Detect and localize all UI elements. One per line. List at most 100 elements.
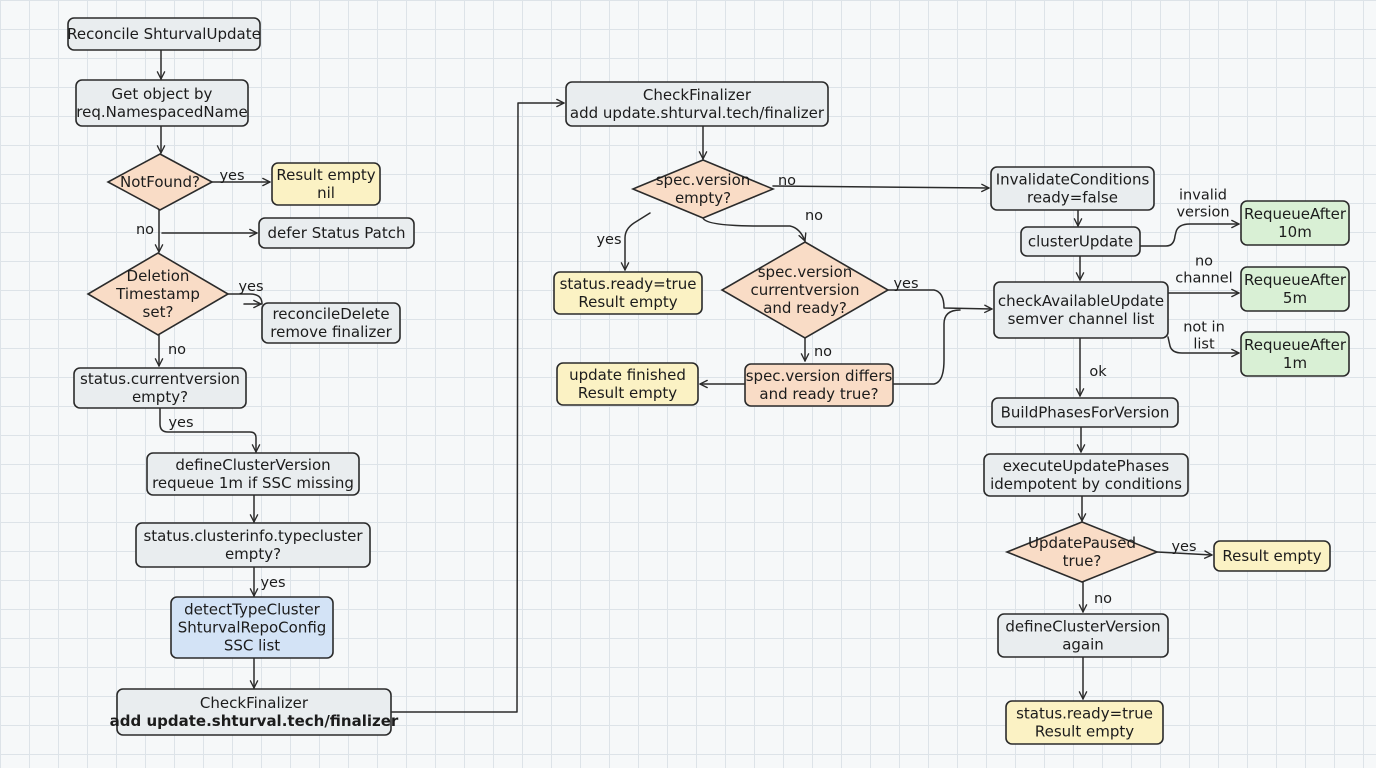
edge-label-yes-current-line-1: yes [168, 415, 193, 431]
node-result-nil-line-1: Result empty [276, 166, 375, 184]
node-finalizer-1-box [116, 688, 392, 736]
edge-label-invalid-version-line-2: version [1176, 205, 1229, 221]
node-requeue-10m-line-2: 10m [1278, 223, 1312, 241]
node-spec-empty-diamond [630, 159, 776, 219]
node-get-object-box [75, 79, 249, 127]
node-deletion-line-3: set? [143, 303, 174, 321]
node-spec-current-line-2: currentversion [750, 281, 859, 299]
edge-label-ok-line-1: ok [1089, 364, 1107, 380]
node-spec-differs-line-1: spec.version differs [746, 367, 893, 385]
node-spec-empty-line-1: spec.version [656, 171, 751, 189]
edge-label-no-deletion: no [168, 342, 186, 358]
node-reconcile-delete-line-1: reconcileDelete [272, 305, 389, 323]
edge-label-yes-typecluster: yes [260, 575, 285, 591]
edge-finalizer1-to-finalizer2 [391, 98, 565, 713]
node-detect-type-line-1: detectTypeCluster [184, 601, 321, 619]
edge-label-no-paused-line-1: no [1094, 591, 1112, 607]
edge-label-yes-current: yes [168, 415, 193, 431]
node-finalizer-1-line-2: add update.shturval.tech/finalizer [110, 712, 399, 730]
edge-differs-to-check [892, 309, 961, 385]
edge-label-yes-notfound: yes [219, 168, 244, 184]
node-ready-true-2-box [1005, 700, 1164, 745]
edge-label-no-notfound-line-1: no [136, 222, 154, 238]
node-spec-current-diamond [720, 241, 890, 339]
node-get-object-line-1: Get object by [112, 85, 213, 103]
edge-label-no-spec-current-line-1: no [814, 344, 832, 360]
node-ready-true-1-line-1: status.ready=true [560, 275, 697, 293]
edge-label-no-spec-empty: no [778, 173, 796, 189]
node-execute-phases-box [983, 453, 1189, 497]
node-not-found: NotFound? [106, 153, 214, 211]
edge-label-yes-paused-line-1: yes [1171, 539, 1196, 555]
node-ready-true-1-line-2: Result empty [578, 293, 677, 311]
node-cluster-update-line-1: clusterUpdate [1028, 233, 1133, 251]
node-build-phases-line-1: BuildPhasesForVersion [1001, 404, 1170, 422]
edge-specempty-to-invalidate [772, 183, 990, 193]
node-check-available-line-2: semver channel list [1008, 310, 1155, 328]
node-cluster-update-box [1020, 226, 1141, 257]
node-define-cluster-2-line-1: defineClusterVersion [1005, 618, 1160, 636]
node-deletion-line-2: Timestamp [115, 285, 200, 303]
node-spec-current-line-1: spec.version [758, 263, 853, 281]
node-requeue-5m-line-1: RequeueAfter [1244, 271, 1347, 289]
node-execute-phases-line-1: executeUpdatePhases [1003, 457, 1170, 475]
node-update-finished-line-2: Result empty [578, 384, 677, 402]
edge-label-yes-deletion-line-1: yes [238, 279, 263, 295]
edge-label-yes-spec-empty-line-1: yes [596, 232, 621, 248]
edge-label-yes-spec-current: yes [893, 276, 918, 292]
node-reconcile-delete-line-2: remove finalizer [270, 323, 392, 341]
node-define-cluster-2-line-2: again [1062, 636, 1104, 654]
node-update-paused-diamond [1004, 521, 1160, 583]
node-typecluster-line-1: status.clusterinfo.typecluster [143, 527, 363, 545]
node-detect-type-line-2: ShturvalRepoConfig [178, 619, 327, 637]
edge-label-yes-typecluster-line-1: yes [260, 575, 285, 591]
edge-label-yes-spec-empty: yes [596, 232, 621, 248]
edge-speccurrent-to-check [887, 289, 993, 314]
node-check-available-line-1: checkAvailableUpdate [998, 292, 1164, 310]
edge-label-no-spec-current: no [814, 344, 832, 360]
node-get-object-line-2: req.NamespacedName [76, 103, 247, 121]
node-execute-phases-line-2: idempotent by conditions [990, 475, 1182, 493]
node-defer-patch-line-1: defer Status Patch [268, 224, 406, 242]
edge-label-no-channel-line-2: channel [1175, 271, 1232, 287]
node-requeue-5m-box [1240, 266, 1350, 312]
node-define-cluster-1-line-2: requeue 1m if SSC missing [152, 474, 354, 492]
node-current-version-line-2: empty? [132, 388, 188, 406]
node-deletion-line-1: Deletion [127, 267, 190, 285]
edge-label-no-spec-empty-line-1: no [778, 173, 796, 189]
node-result-nil-box [271, 162, 381, 206]
edge-check-to-requeue1 [1167, 336, 1240, 358]
edge-label-not-in-list-line-2: list [1193, 337, 1215, 353]
node-ready-true-1-box [553, 271, 703, 315]
node-detect-type-box [170, 596, 334, 659]
node-defer-patch-box [258, 217, 415, 249]
node-requeue-1m-line-2: 1m [1283, 354, 1307, 372]
edge-deletion-to-delete [227, 293, 263, 305]
node-ready-true-2-line-2: Result empty [1035, 723, 1134, 741]
node-current-version-box [73, 367, 247, 409]
node-spec-empty-line-2: empty? [675, 189, 731, 207]
node-reconcile-line-1: Reconcile ShturvalUpdate [67, 25, 261, 43]
node-update-finished-line-1: update finished [569, 366, 686, 384]
node-requeue-10m-line-1: RequeueAfter [1244, 205, 1347, 223]
node-detect-type-line-3: SSC list [224, 637, 280, 655]
edge-label-no-paused: no [1094, 591, 1112, 607]
edge-label-no-spec-empty-down: no [805, 208, 823, 224]
edge-label-no-channel-line-1: no [1195, 254, 1213, 270]
